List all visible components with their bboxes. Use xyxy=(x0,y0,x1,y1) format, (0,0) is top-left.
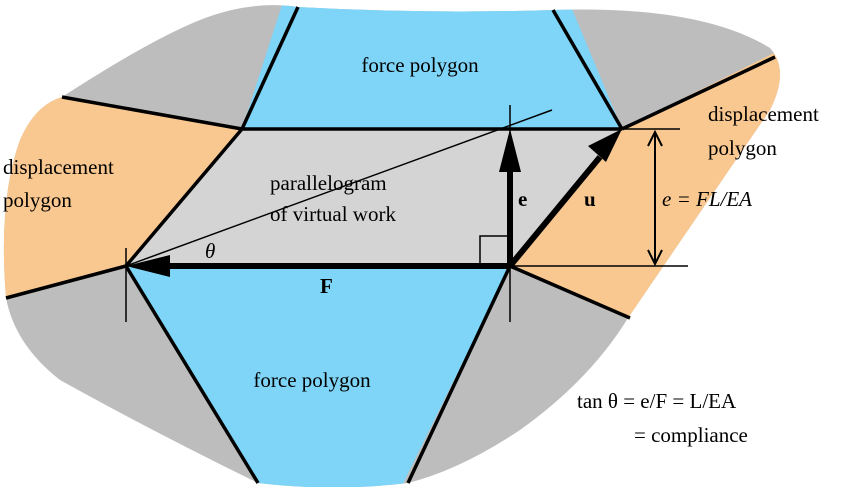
label-parallelogram-1: parallelogram xyxy=(270,171,387,195)
label-force-polygon-bottom: force polygon xyxy=(253,368,371,392)
vector-u xyxy=(507,155,603,268)
label-theta: θ xyxy=(205,239,215,263)
label-displacement-right-2: polygon xyxy=(708,136,777,160)
label-force-polygon-top: force polygon xyxy=(361,53,479,77)
right-angle-mark xyxy=(479,235,510,266)
label-compliance: = compliance xyxy=(634,423,748,447)
label-displacement-right-1: displacement xyxy=(708,102,819,126)
force-polygon-bottom-region xyxy=(126,266,510,487)
label-tan-formula: tan θ = e/F = L/EA xyxy=(577,389,737,413)
vector-arrows xyxy=(126,129,663,277)
labels: force polygon force polygon displacement… xyxy=(3,53,819,447)
label-F: F xyxy=(320,274,333,298)
label-displacement-left-2: polygon xyxy=(3,188,72,212)
label-e-formula: e = FL/EA xyxy=(662,187,752,211)
label-e: e xyxy=(518,187,527,211)
label-parallelogram-2: of virtual work xyxy=(270,202,396,226)
force-polygon-top-region xyxy=(242,5,622,129)
parallelogram-region xyxy=(126,129,622,266)
label-displacement-left-1: displacement xyxy=(3,155,114,179)
arrowhead-u xyxy=(588,129,622,162)
displacement-polygon-left-region xyxy=(3,80,242,310)
thick-edges xyxy=(5,6,776,484)
label-u: u xyxy=(584,187,596,211)
arrowhead-e xyxy=(499,129,521,172)
arrowhead-F xyxy=(126,255,170,277)
